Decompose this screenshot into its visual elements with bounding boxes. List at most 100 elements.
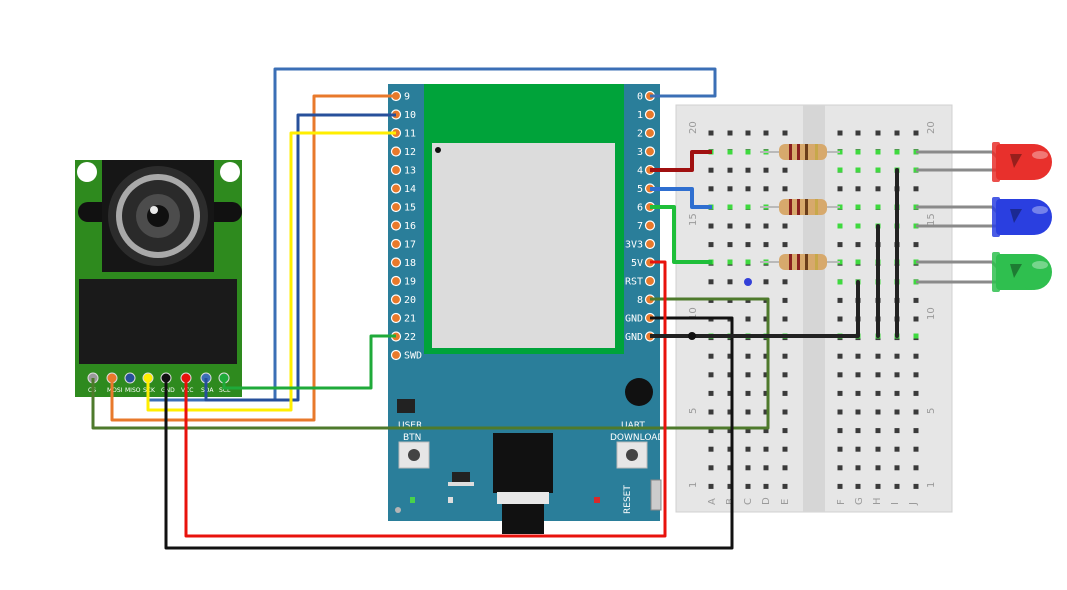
left-pin-hole[interactable] — [390, 294, 402, 305]
breadboard-hole[interactable] — [708, 353, 714, 359]
breadboard-hole[interactable] — [837, 465, 843, 471]
breadboard-hole[interactable] — [782, 316, 788, 322]
breadboard-hole[interactable] — [763, 316, 769, 322]
breadboard-hole[interactable] — [894, 465, 900, 471]
breadboard-hole[interactable] — [782, 223, 788, 229]
breadboard-hole[interactable] — [708, 483, 714, 489]
breadboard-hole[interactable] — [913, 390, 919, 396]
breadboard-hole[interactable] — [913, 428, 919, 434]
breadboard-hole[interactable] — [875, 353, 881, 359]
breadboard-hole[interactable] — [837, 372, 843, 378]
breadboard-hole[interactable] — [913, 409, 919, 415]
breadboard-hole[interactable] — [875, 409, 881, 415]
breadboard-hole[interactable] — [708, 446, 714, 452]
breadboard-hole[interactable] — [745, 130, 751, 136]
breadboard-hole[interactable] — [837, 186, 843, 192]
breadboard-hole[interactable] — [727, 372, 733, 378]
breadboard-hole[interactable] — [913, 297, 919, 303]
breadboard-hole[interactable] — [894, 483, 900, 489]
right-pin-hole[interactable] — [644, 146, 656, 157]
breadboard-hole[interactable] — [763, 465, 769, 471]
breadboard-hole[interactable] — [837, 242, 843, 248]
breadboard-hole[interactable] — [727, 428, 733, 434]
breadboard-hole[interactable] — [875, 372, 881, 378]
download-button[interactable] — [616, 441, 648, 469]
breadboard-hole[interactable] — [894, 372, 900, 378]
breadboard-hole[interactable] — [855, 409, 861, 415]
breadboard-hole[interactable] — [782, 297, 788, 303]
breadboard-hole[interactable] — [782, 167, 788, 173]
breadboard-hole[interactable] — [727, 279, 733, 285]
breadboard-hole[interactable] — [913, 483, 919, 489]
left-pin-hole[interactable] — [390, 312, 402, 324]
left-pin-hole[interactable] — [390, 201, 402, 213]
breadboard-hole[interactable] — [727, 186, 733, 192]
breadboard-hole[interactable] — [782, 446, 788, 452]
left-pin-hole[interactable] — [390, 349, 402, 361]
breadboard-hole[interactable] — [745, 186, 751, 192]
breadboard-hole[interactable] — [855, 446, 861, 452]
breadboard-hole[interactable] — [708, 130, 714, 136]
breadboard-hole[interactable] — [837, 409, 843, 415]
breadboard-hole[interactable] — [894, 428, 900, 434]
breadboard-hole[interactable] — [727, 409, 733, 415]
breadboard-hole[interactable] — [782, 353, 788, 359]
right-pin-hole[interactable] — [644, 238, 656, 250]
right-pin-hole[interactable] — [644, 109, 656, 120]
breadboard-hole[interactable] — [875, 130, 881, 136]
breadboard-hole[interactable] — [782, 465, 788, 471]
breadboard-hole[interactable] — [875, 428, 881, 434]
breadboard-hole[interactable] — [745, 316, 751, 322]
breadboard-hole[interactable] — [782, 428, 788, 434]
breadboard-hole[interactable] — [855, 428, 861, 434]
breadboard-hole[interactable] — [763, 483, 769, 489]
breadboard-hole[interactable] — [763, 428, 769, 434]
breadboard-hole[interactable] — [913, 242, 919, 248]
breadboard-hole[interactable] — [837, 353, 843, 359]
breadboard-hole[interactable] — [782, 242, 788, 248]
breadboard-hole[interactable] — [745, 242, 751, 248]
breadboard-hole[interactable] — [875, 446, 881, 452]
breadboard-hole[interactable] — [782, 372, 788, 378]
breadboard-hole[interactable] — [763, 242, 769, 248]
breadboard-hole[interactable] — [875, 483, 881, 489]
breadboard-hole[interactable] — [727, 446, 733, 452]
breadboard-hole[interactable] — [837, 390, 843, 396]
breadboard-hole[interactable] — [913, 316, 919, 322]
breadboard-hole[interactable] — [855, 390, 861, 396]
left-pin-hole[interactable] — [390, 220, 402, 231]
breadboard-hole[interactable] — [727, 483, 733, 489]
breadboard-hole[interactable] — [745, 390, 751, 396]
right-pin-hole[interactable] — [644, 220, 656, 231]
breadboard-hole[interactable] — [913, 130, 919, 136]
breadboard-hole[interactable] — [727, 223, 733, 229]
breadboard-hole[interactable] — [763, 130, 769, 136]
breadboard-hole[interactable] — [855, 353, 861, 359]
reset-button[interactable] — [650, 479, 662, 511]
breadboard-hole[interactable] — [782, 186, 788, 192]
breadboard-hole[interactable] — [727, 353, 733, 359]
breadboard-hole[interactable] — [745, 353, 751, 359]
breadboard-hole[interactable] — [837, 483, 843, 489]
breadboard-hole[interactable] — [875, 390, 881, 396]
breadboard-hole[interactable] — [782, 483, 788, 489]
breadboard-hole[interactable] — [913, 446, 919, 452]
breadboard-hole[interactable] — [745, 167, 751, 173]
breadboard-hole[interactable] — [782, 130, 788, 136]
breadboard-hole[interactable] — [894, 446, 900, 452]
breadboard-hole[interactable] — [855, 465, 861, 471]
breadboard-hole[interactable] — [837, 428, 843, 434]
breadboard-hole[interactable] — [855, 130, 861, 136]
breadboard-hole[interactable] — [745, 409, 751, 415]
breadboard-hole[interactable] — [875, 465, 881, 471]
breadboard-hole[interactable] — [727, 242, 733, 248]
breadboard-hole[interactable] — [708, 279, 714, 285]
breadboard-hole[interactable] — [745, 372, 751, 378]
breadboard-hole[interactable] — [727, 167, 733, 173]
breadboard-hole[interactable] — [708, 409, 714, 415]
breadboard-hole[interactable] — [782, 409, 788, 415]
breadboard-hole[interactable] — [708, 390, 714, 396]
breadboard-hole[interactable] — [727, 465, 733, 471]
breadboard-hole[interactable] — [763, 186, 769, 192]
breadboard-hole[interactable] — [763, 279, 769, 285]
